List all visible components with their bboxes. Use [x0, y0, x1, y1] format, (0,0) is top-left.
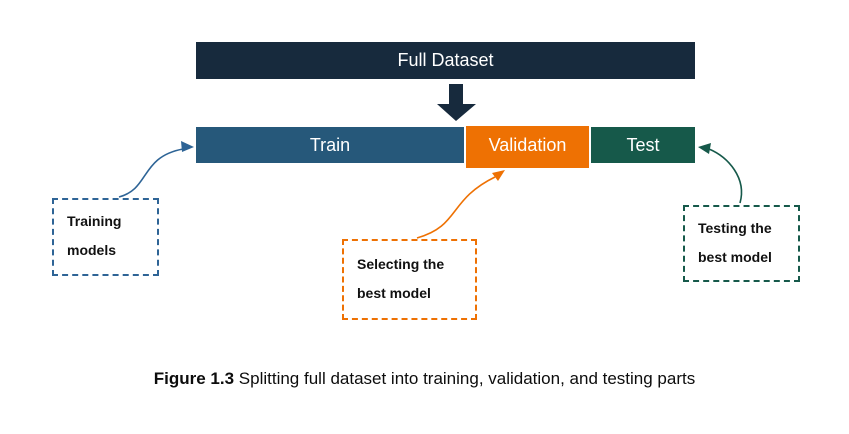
- train-label: Train: [309, 134, 351, 155]
- selecting-callout-line2: best model: [357, 285, 431, 301]
- training-models-callout: Training models: [52, 198, 159, 276]
- down-block-arrow-icon: [437, 84, 476, 121]
- test-label: Test: [626, 134, 660, 155]
- full-dataset-bar: Full Dataset: [196, 42, 695, 79]
- train-segment: Train: [196, 127, 464, 163]
- testing-best-model-callout: Testing the best model: [683, 205, 800, 282]
- figure-caption: Figure 1.3 Splitting full dataset into t…: [0, 369, 849, 389]
- selecting-curved-arrow-icon: [416, 170, 505, 239]
- full-dataset-label: Full Dataset: [397, 50, 494, 70]
- selecting-best-model-callout: Selecting the best model: [342, 239, 477, 320]
- testing-curved-arrow-icon: [698, 143, 743, 204]
- figure-caption-number: Figure 1.3: [153, 369, 235, 388]
- training-callout-line2: models: [67, 242, 117, 258]
- training-callout-line1: Training: [67, 213, 122, 229]
- testing-callout-line1: Testing the: [698, 220, 772, 236]
- testing-callout-line2: best model: [698, 249, 772, 265]
- test-segment: Test: [591, 127, 695, 163]
- training-curved-arrow-icon: [118, 141, 194, 198]
- figure-caption-text: Splitting full dataset into training, va…: [234, 369, 696, 388]
- validation-label: Validation: [488, 134, 567, 155]
- selecting-callout-line1: Selecting the: [357, 256, 445, 272]
- validation-segment: Validation: [466, 126, 589, 168]
